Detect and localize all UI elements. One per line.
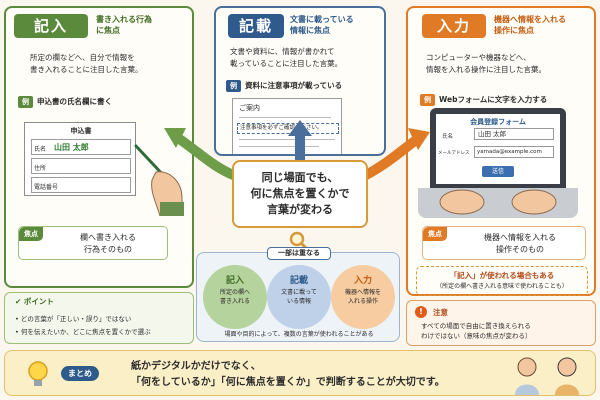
arrow-right-head [408, 128, 430, 150]
doc-line [239, 139, 335, 140]
typing-hands-icon [439, 189, 557, 215]
arrow-left-head [164, 128, 186, 148]
doc-line [239, 117, 331, 118]
form-row-name: 氏名 山田 太郎 [31, 139, 131, 155]
form-row-phone: 電話番号 [31, 177, 131, 193]
people-icon [515, 357, 579, 395]
summary-line-1: 紙かデジタルかだけでなく、 [131, 361, 261, 372]
kinyu-subtitle: 書き入れる行為 に焦点 [96, 15, 152, 35]
web-form: 会員登録フォーム 氏名 山田 太郎 メールアドレス yamada@example… [436, 114, 560, 184]
kisai-title: 記載 [228, 14, 284, 38]
guide-document: ご案内 注意事項を必ずご確認ください。 [232, 98, 342, 154]
kinyu-panel: 記入 書き入れる行為 に焦点 所定の欄などへ、自分で情報を 書き入れることに注目… [4, 6, 194, 288]
kinyu-focus: 焦点 欄へ書き入れる 行為そのもの [18, 226, 168, 260]
overlap-circle-kinyu: 記入 所定の欄へ 書き入れる [203, 265, 267, 329]
arrow-up-head [288, 120, 312, 136]
kisai-example: 例資料に注意事項が載っている [226, 80, 342, 92]
points-item: • どの言葉が「正しい・誤り」ではない [15, 315, 132, 323]
name-field[interactable]: 山田 太郎 [474, 128, 554, 140]
focus-chip: 焦点 [19, 227, 43, 241]
arrow-left [173, 133, 241, 181]
nyuryoku-title: 入力 [422, 14, 486, 38]
hand-pen-icon [134, 144, 184, 216]
submit-button[interactable]: 送信 [482, 166, 514, 177]
summary-chip: まとめ [61, 366, 99, 381]
caution-box: ! 注意 すべての場面で自由に置き換えられる わけではない（意味の焦点が変わる） [406, 300, 596, 346]
lightbulb-icon [28, 361, 48, 386]
form-row-address: 住所 [31, 158, 131, 174]
points-item: • 何を伝えたいか、どこに焦点を置くかで選ぶ [15, 328, 151, 336]
overlap-circle-nyuryoku: 入力 機器へ情報を 入れる操作 [331, 265, 395, 329]
summary-line-2: 「何をしているか」「何に焦点を置くか」で判断することが大切です。 [131, 377, 445, 388]
nyuryoku-subtitle: 機器へ情報を入れる 操作に焦点 [494, 15, 566, 35]
overlap-circle-kisai: 記載 文書に載って いる情報 [267, 265, 331, 329]
arrow-right [359, 135, 421, 181]
points-title: ✔ ポイント [15, 297, 54, 306]
email-field[interactable]: yamada@example.com [474, 146, 554, 158]
overlap-diagram: 一部は重なる 記入 所定の欄へ 書き入れる 記載 文書に載って いる情報 入力 … [196, 247, 400, 342]
kinyu-description: 所定の欄などへ、自分で情報を 書き入れることに注目した言葉。 [30, 53, 143, 74]
caution-title: 注意 [433, 308, 448, 317]
usage-note: 「記入」が使われる場合もある （所定の欄へ書き入れる意味で使われることも） [416, 266, 588, 296]
points-box: ✔ ポイント • どの言葉が「正しい・誤り」ではない • 何を伝えたいか、どこに… [4, 292, 194, 344]
application-form: 申込書 氏名 山田 太郎 住所 電話番号 [24, 122, 136, 196]
example-chip: 例 [18, 96, 33, 108]
center-message: 同じ場面でも、 何に焦点を置くかで 言葉が変わる [232, 160, 368, 228]
example-chip: 例 [226, 80, 241, 92]
nyuryoku-description: コンピューターや機器などへ、 情報を入れる操作に注目した言葉。 [426, 53, 546, 74]
doc-notice: 注意事項を必ずご確認ください。 [237, 123, 339, 134]
nyuryoku-focus: 焦点 機器へ情報を入れる 操作そのもの [422, 226, 586, 260]
kisai-subtitle: 文書に載っている 情報に焦点 [290, 15, 354, 35]
summary-bar: まとめ 紙かデジタルかだけでなく、 「何をしているか」「何に焦点を置くか」で判断… [4, 350, 596, 396]
focus-chip: 焦点 [423, 227, 447, 241]
doc-line [239, 146, 319, 147]
laptop: 会員登録フォーム 氏名 山田 太郎 メールアドレス yamada@example… [430, 108, 566, 188]
overlap-title: 一部は重なる [267, 247, 331, 260]
caution-text: すべての場面で自由に置き換えられる わけではない（意味の焦点が変わる） [421, 322, 532, 340]
email-label: メールアドレス [438, 151, 470, 156]
example-chip: 例 [420, 94, 435, 106]
name-label: 氏名 [442, 134, 454, 140]
form-title: 申込書 [70, 127, 92, 135]
doc-heading: ご案内 [239, 104, 260, 112]
web-form-title: 会員登録フォーム [470, 118, 526, 126]
kisai-description: 文書や資料に、情報が書かれて 載っていることに注目した言葉。 [230, 47, 343, 68]
kinyu-title: 記入 [14, 14, 88, 38]
overlap-note: 場面や目的によって、複数の言葉が使われることがある [224, 331, 374, 338]
kinyu-example: 例申込書の氏名欄に書く [18, 96, 112, 108]
exclamation-icon: ! [415, 306, 427, 318]
